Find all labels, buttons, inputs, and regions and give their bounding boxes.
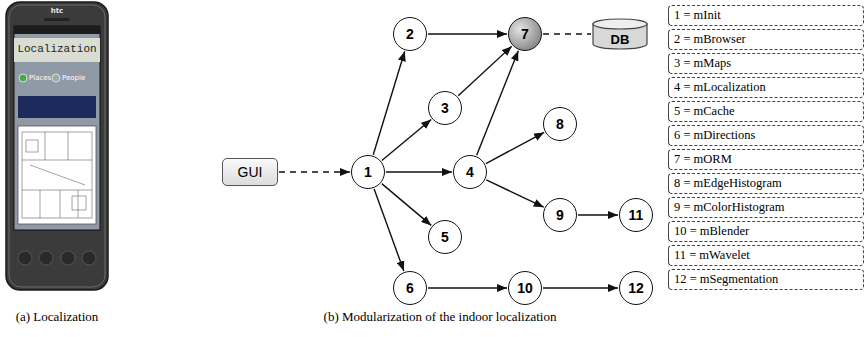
module-circle: 10 — [508, 271, 542, 305]
arrow-connector — [386, 171, 452, 172]
node-label: 3 — [441, 100, 449, 116]
gui-box: GUI — [222, 158, 278, 186]
legend-entry: 9 = mColorHistogram — [668, 197, 864, 218]
module-circle: 3 — [428, 91, 462, 125]
legend-entry: 1 = mInit — [668, 5, 864, 26]
module-circle: 2 — [393, 17, 427, 51]
node-label: 10 — [517, 280, 533, 296]
legend-entry: 4 = mLocalization — [668, 77, 864, 98]
arrow-connector — [578, 214, 618, 215]
legend-entry: 7 = mORM — [668, 149, 864, 170]
node-label: 8 — [556, 116, 564, 132]
arrow-connector — [382, 184, 431, 226]
node-label: 2 — [406, 26, 414, 42]
legend-entry: 2 = mBrowser — [668, 29, 864, 50]
subfigure-caption: (a) Localization — [16, 309, 99, 325]
module-circle: 5 — [428, 220, 462, 254]
legend-entry: 10 = mBlender — [668, 221, 864, 242]
arrow-connector — [382, 120, 431, 161]
module-circle: 12 — [619, 271, 653, 305]
module-circle: 7 — [508, 17, 542, 51]
legend-entry: 11 = mWavelet — [668, 245, 864, 266]
brand-logo: htc — [51, 7, 63, 15]
node-label: GUI — [238, 164, 263, 180]
node-label: 6 — [406, 280, 414, 296]
arrow-connector — [428, 287, 507, 288]
node-label: 11 — [629, 207, 644, 223]
node-label: 7 — [521, 26, 529, 42]
module-circle: 11 — [619, 198, 653, 232]
module-circle: 9 — [543, 198, 577, 232]
node-label: 9 — [556, 207, 564, 223]
subfigure-caption: (b) Modularization of the indoor localiz… — [324, 309, 557, 325]
arrow-connector — [374, 189, 404, 271]
legend-entry: 12 = mSegmentation — [668, 269, 864, 290]
radio-label: Places — [29, 74, 51, 82]
module-circle: 4 — [453, 155, 487, 189]
node-label: DB — [611, 32, 630, 47]
legend-entry: 3 = mMaps — [668, 53, 864, 74]
node-label: 4 — [466, 164, 474, 180]
database-cylinder: DB — [592, 18, 648, 50]
module-circle: 1 — [351, 155, 385, 189]
legend-entry: 6 = mDirections — [668, 125, 864, 146]
arrow-connector — [428, 33, 507, 34]
arrow-connector — [543, 287, 618, 288]
screen-title: Localization — [17, 43, 96, 55]
radio-label: People — [62, 74, 85, 82]
arrow-connector — [477, 51, 519, 156]
arrow-connector — [373, 51, 405, 155]
node-label: 12 — [628, 280, 644, 296]
module-circle: 6 — [393, 271, 427, 305]
module-circle: 8 — [543, 107, 577, 141]
legend-entry: 8 = mEdgeHistogram — [668, 173, 864, 194]
node-label: 1 — [364, 164, 372, 180]
dashed-connector — [279, 171, 350, 172]
dashed-connector — [543, 33, 591, 34]
arrow-connector — [486, 132, 544, 163]
legend-entry: 5 = mCache — [668, 101, 864, 122]
node-label: 5 — [441, 229, 449, 245]
arrow-connector — [486, 180, 544, 207]
